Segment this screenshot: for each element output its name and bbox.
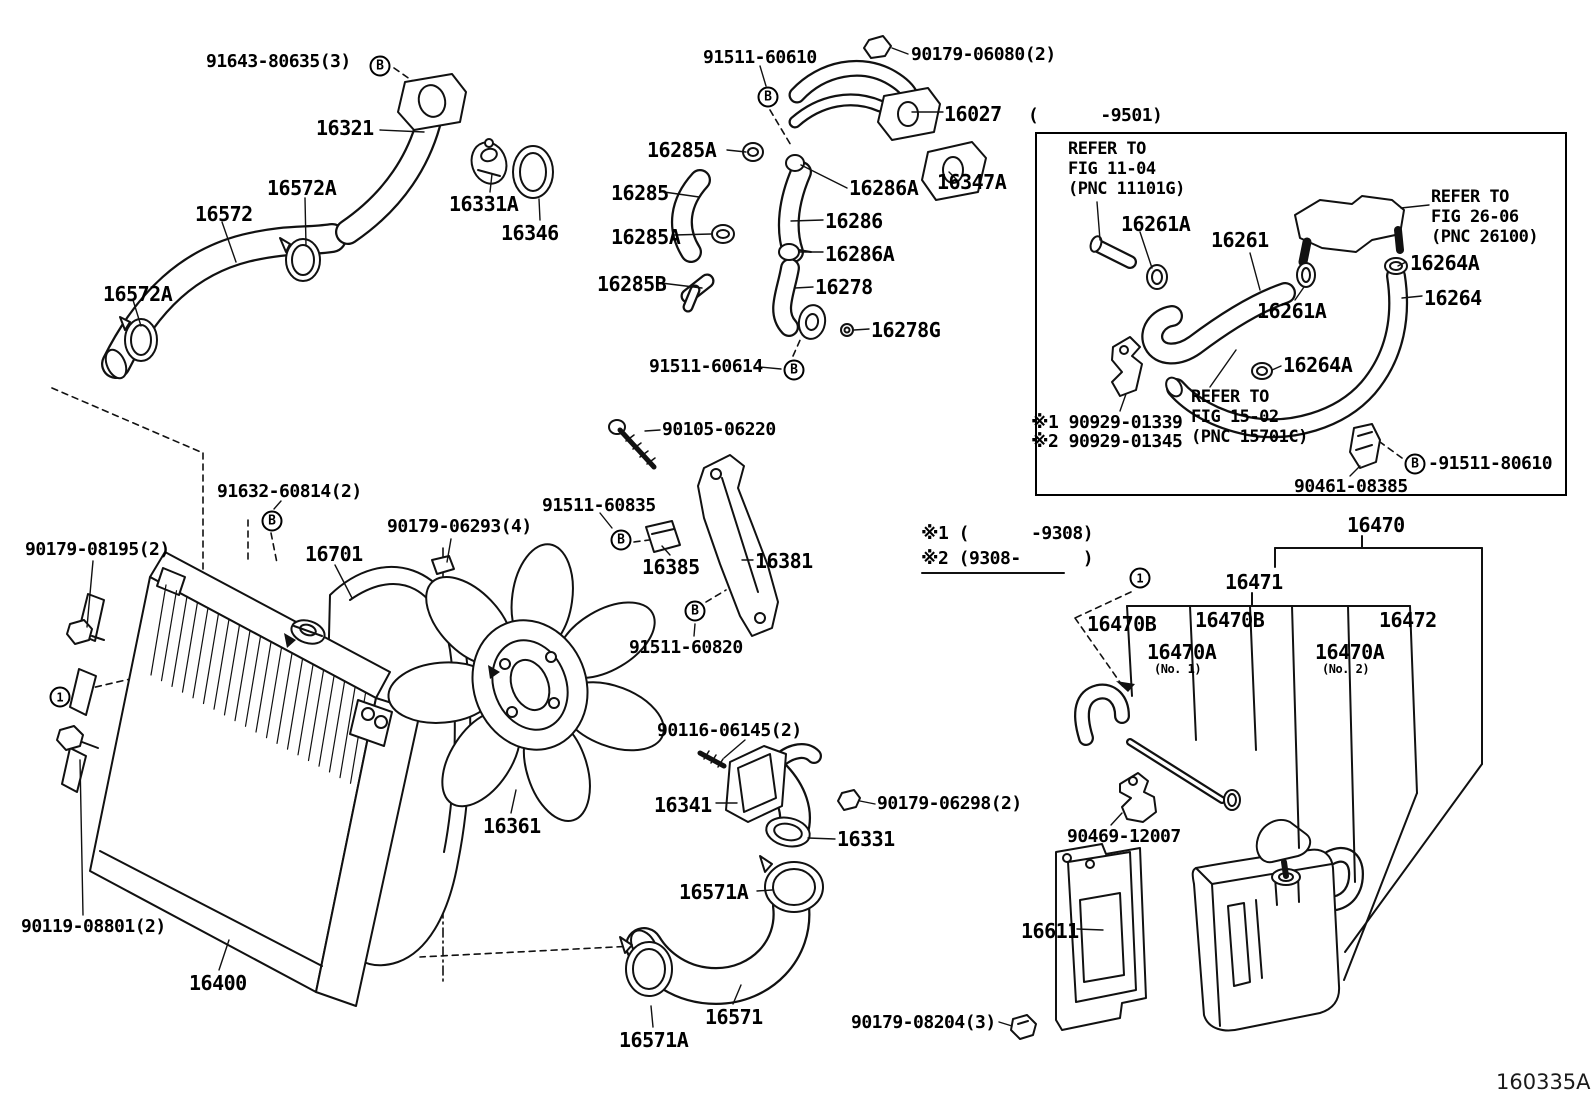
part-label-16472: 16472 — [1379, 608, 1437, 632]
fan-hub — [471, 619, 589, 751]
part-label-16346: 16346 — [501, 221, 559, 245]
part-label-16321: 16321 — [316, 116, 374, 140]
part-label-16470a-2-no: (No. 2) — [1322, 662, 1370, 676]
hoses-and-pipes — [101, 59, 1409, 1005]
part-label-16261a-2: 16261A — [1257, 299, 1327, 323]
callout-circle-b-1: B — [757, 86, 779, 108]
part-label-16611: 16611 — [1021, 919, 1079, 943]
inset-variant-box — [1035, 132, 1567, 496]
part-label-16385: 16385 — [642, 555, 700, 579]
hierarchy-bracket-lines — [921, 535, 1483, 981]
part-label-16347a: 16347A — [937, 170, 1007, 194]
part-label-16285a-1: 16285A — [647, 138, 717, 162]
part-label-91511-60610: 91511-60610 — [703, 47, 817, 68]
part-label-16261a-1: 16261A — [1121, 212, 1191, 236]
part-label-16331: 16331 — [837, 827, 895, 851]
part-label-16470a-1: 16470A — [1147, 640, 1217, 664]
part-label-16285: 16285 — [611, 181, 669, 205]
inset-caption: ( -9501) — [1028, 105, 1163, 126]
part-label-16285a-2: 16285A — [611, 225, 681, 249]
part-label-16264a-1: 16264A — [1410, 251, 1480, 275]
part-label-16470b-1: 16470B — [1087, 612, 1157, 636]
part-label-refer-11-04: REFER TO FIG 11-04 (PNC 11101G) — [1068, 139, 1185, 200]
part-label-16027: 16027 — [944, 102, 1002, 126]
part-label-90929-01345: ※2 90929-01345 — [1031, 431, 1183, 452]
part-label-90179-06298: 90179-06298(2) — [877, 793, 1022, 814]
part-label-16701: 16701 — [305, 542, 363, 566]
part-label-16470a-1-no: (No. 1) — [1154, 662, 1202, 676]
part-label-16285b: 16285B — [597, 272, 667, 296]
part-label-16470b-2: 16470B — [1195, 608, 1265, 632]
callout-circle-b-0: B — [369, 55, 391, 77]
part-label-16400: 16400 — [189, 971, 247, 995]
callout-circle-b-6: B — [1404, 453, 1426, 475]
part-label-16471: 16471 — [1225, 570, 1283, 594]
part-label-91511-60820: 91511-60820 — [629, 637, 743, 658]
part-label-90179-08195: 90179-08195(2) — [25, 539, 170, 560]
part-label-16571a-1: 16571A — [679, 880, 749, 904]
callout-circle-b-5: B — [684, 600, 706, 622]
part-label-16470: 16470 — [1347, 513, 1405, 537]
part-label-16264a-2: 16264A — [1283, 353, 1353, 377]
part-label-91643-80635: 91643-80635(3) — [206, 51, 351, 72]
part-label-90929-01339: ※1 90929-01339 — [1031, 412, 1183, 433]
radiator-cap — [290, 619, 326, 645]
part-label-90119-08801: 90119-08801(2) — [21, 916, 166, 937]
callout-circle-1-8: 1 — [1129, 567, 1151, 589]
small-parts — [56, 35, 1408, 1040]
drawing-number: 160335A — [1496, 1070, 1591, 1094]
part-label-refer-26-06: REFER TO FIG 26-06 (PNC 26100) — [1431, 187, 1539, 248]
radiator-16400 — [61, 551, 455, 1007]
part-label-90116-06145: 90116-06145(2) — [657, 720, 802, 741]
note-applicability-1: ※1 ( -9308) — [921, 523, 1094, 544]
part-label-16572a-2: 16572A — [103, 282, 173, 306]
part-label-91632-60814: 91632-60814(2) — [217, 481, 362, 502]
part-label-16278: 16278 — [815, 275, 873, 299]
callout-circle-1-7: 1 — [49, 686, 71, 708]
callout-circle-b-2: B — [783, 359, 805, 381]
part-label-16361: 16361 — [483, 814, 541, 838]
part-label-16278g: 16278G — [871, 318, 941, 342]
part-label-16572: 16572 — [195, 202, 253, 226]
part-label-16286a-1: 16286A — [849, 176, 919, 200]
part-label-90179-06080: 90179-06080(2) — [911, 44, 1056, 65]
callout-circle-b-4: B — [610, 529, 632, 551]
part-label-16571: 16571 — [705, 1005, 763, 1029]
part-label-16341: 16341 — [654, 793, 712, 817]
leader-lines — [79, 47, 1430, 1028]
part-label-16261: 16261 — [1211, 228, 1269, 252]
part-label-16470a-2: 16470A — [1315, 640, 1385, 664]
part-label-16331a: 16331A — [449, 192, 519, 216]
arrowheads — [284, 633, 1135, 692]
part-label-16381: 16381 — [755, 549, 813, 573]
part-label-91511-60614: 91511-60614 — [649, 356, 763, 377]
part-label-16572a-1: 16572A — [267, 176, 337, 200]
part-label-91511-60835: 91511-60835 — [542, 495, 656, 516]
part-label-90469-12007: 90469-12007 — [1067, 826, 1181, 847]
part-label-16264: 16264 — [1424, 286, 1482, 310]
note-applicability-2: ※2 (9308- ) — [921, 548, 1094, 569]
part-label-91511-80610: -91511-80610 — [1428, 453, 1553, 474]
part-label-90105-06220: 90105-06220 — [662, 419, 776, 440]
part-label-refer-15-02: REFER TO FIG 15-02 (PNC 15701C) — [1191, 387, 1308, 448]
callout-circle-b-3: B — [261, 510, 283, 532]
part-label-16286: 16286 — [825, 209, 883, 233]
part-label-90179-06293: 90179-06293(4) — [387, 516, 532, 537]
part-label-90179-08204: 90179-08204(3) — [851, 1012, 996, 1033]
part-label-16571a-2: 16571A — [619, 1028, 689, 1052]
part-label-16286a-2: 16286A — [825, 242, 895, 266]
part-label-90461-08385: 90461-08385 — [1294, 476, 1408, 497]
